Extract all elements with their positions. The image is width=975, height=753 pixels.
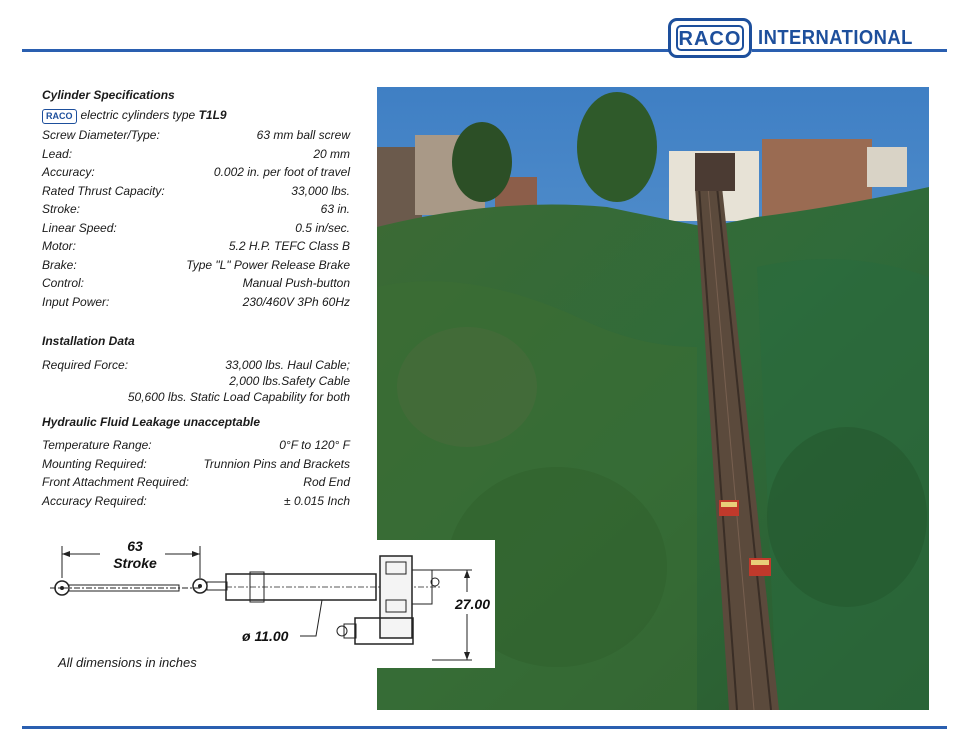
raco-logo: RACO — [668, 18, 752, 58]
header-rule-left — [22, 49, 670, 52]
incline-railway-photo — [377, 87, 929, 710]
diameter-dimension: ø 11.00 — [242, 628, 289, 644]
hydraulic-title: Hydraulic Fluid Leakage unacceptable — [42, 415, 261, 429]
stroke-label: Stroke — [113, 555, 157, 571]
mini-raco-logo: RACO — [42, 109, 77, 124]
dimensions-caption: All dimensions in inches — [58, 655, 197, 670]
cylinder-dimension-drawing: 63 Stroke 27.00 ø 11.00 — [40, 530, 495, 668]
header-rule-right — [752, 49, 947, 52]
specs-title: Cylinder Specifications — [42, 88, 175, 102]
height-dimension: 27.00 — [454, 596, 490, 612]
subtitle-prefix: electric cylinders type — [80, 108, 196, 122]
logo-text: RACO — [676, 25, 744, 51]
footer-rule — [22, 726, 947, 729]
cylinder-type: T1L9 — [198, 108, 227, 122]
stroke-value: 63 — [127, 538, 143, 554]
brand-name: INTERNATIONAL — [758, 27, 913, 49]
installation-title: Installation Data — [42, 334, 135, 348]
